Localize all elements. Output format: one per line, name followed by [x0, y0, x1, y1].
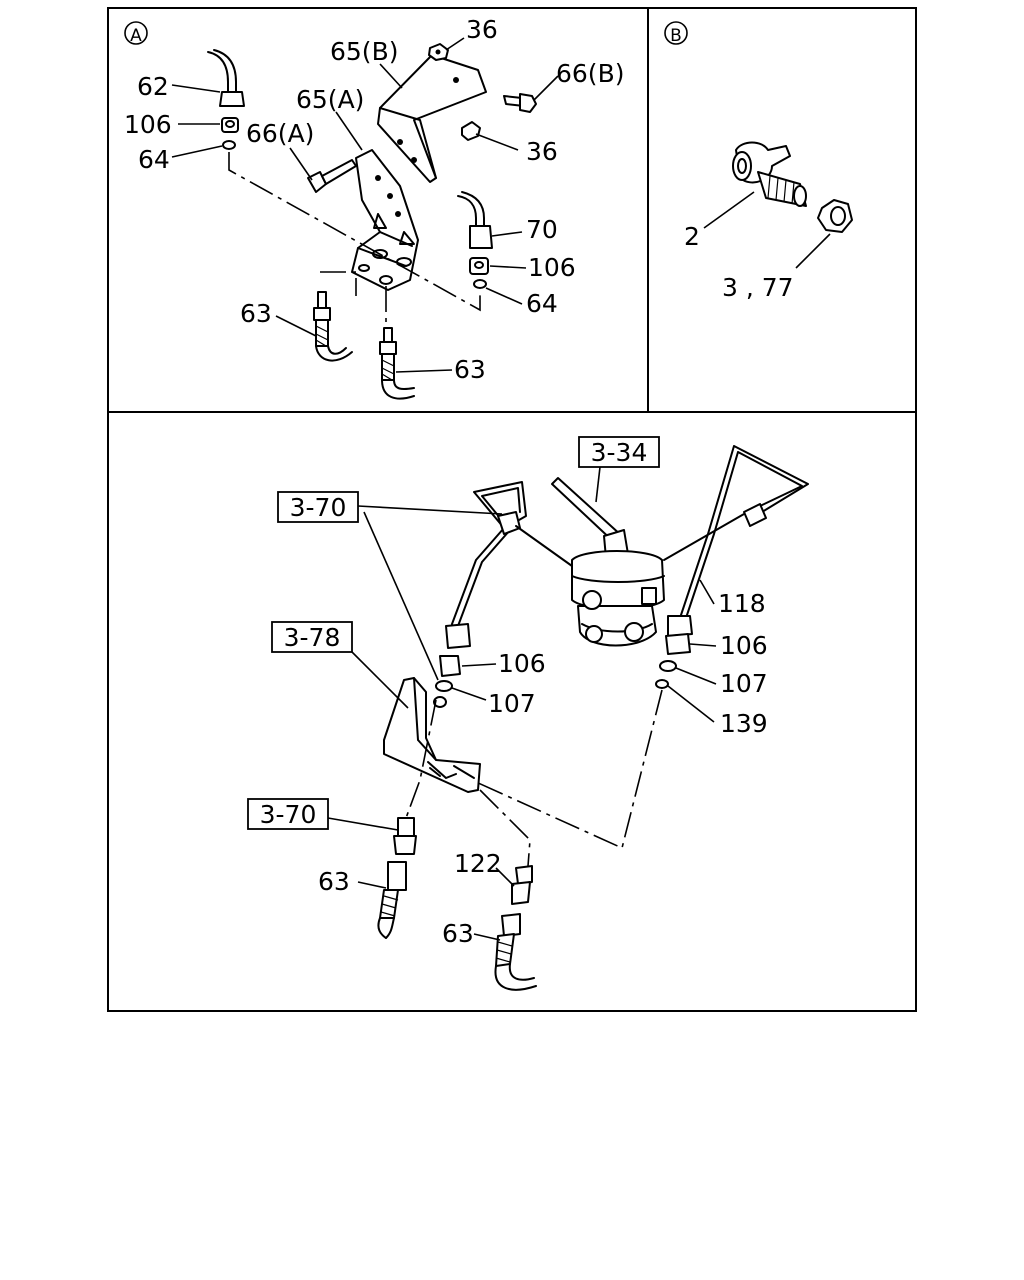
callout-64-right: 64 [526, 289, 558, 318]
fitting-3-70 [393, 817, 417, 855]
section-b: B 2 3 , 77 [664, 21, 853, 302]
alignment-line-a1 [228, 152, 481, 312]
banjo-fitting-2 [732, 141, 807, 207]
alignment-line-m2 [405, 699, 437, 819]
washer-106-right [469, 257, 489, 275]
callout-107-left: 107 [488, 689, 536, 718]
bolt-66a [307, 159, 357, 193]
bolt-66b [503, 93, 537, 113]
washer-106 [221, 117, 239, 133]
valve-assembly [551, 477, 665, 647]
ring-64-right [473, 279, 487, 289]
fitting-122 [511, 865, 533, 905]
svg-text:3-34: 3-34 [591, 438, 648, 467]
callout-70: 70 [526, 215, 558, 244]
callout-107-right: 107 [720, 669, 768, 698]
callout-36-top: 36 [466, 15, 498, 44]
pipe-118 [663, 445, 809, 637]
washer-107-right [659, 660, 677, 672]
callout-63-main-center: 63 [442, 919, 474, 948]
washer-107-left [435, 680, 453, 692]
hose-63-main-center [494, 913, 537, 991]
ref-box-3-70-top: 3-70 [277, 491, 359, 523]
washer-139 [655, 679, 669, 689]
alignment-line-a2 [320, 271, 387, 328]
pipe-62 [207, 49, 245, 107]
svg-text:A: A [130, 26, 142, 46]
nut-3-77 [817, 199, 853, 233]
ref-box-3-78: 3-78 [271, 621, 353, 653]
callout-118: 118 [718, 589, 766, 618]
bracket-65b [377, 54, 487, 183]
callout-3-77: 3 , 77 [722, 273, 794, 302]
pipe-70 [457, 191, 493, 249]
leader-2 [703, 191, 755, 229]
leaders-main [327, 466, 717, 941]
callout-106-left: 106 [498, 649, 546, 678]
callout-66a: 66(A) [246, 119, 314, 148]
callout-122: 122 [454, 849, 502, 878]
callout-63-right: 63 [454, 355, 486, 384]
callout-65b: 65(B) [330, 37, 398, 66]
alignment-line-m1 [475, 689, 663, 850]
callout-106: 106 [124, 110, 172, 139]
svg-text:3-78: 3-78 [284, 623, 341, 652]
callout-106-right: 106 [528, 253, 576, 282]
callout-63-left: 63 [240, 299, 272, 328]
section-main: 3-34 3-70 3-78 3-70 [247, 436, 809, 991]
leader-3-77 [795, 233, 831, 269]
nut-106-right [665, 633, 691, 655]
section-a: A [124, 15, 624, 400]
callout-63-main-left: 63 [318, 867, 350, 896]
diagram-frame [107, 7, 917, 1012]
hose-63-right [379, 327, 415, 400]
nut-36-top [428, 43, 449, 61]
svg-text:3-70: 3-70 [290, 493, 347, 522]
callout-36-mid: 36 [526, 137, 558, 166]
svg-text:B: B [670, 26, 682, 46]
nut-36-mid [461, 121, 481, 141]
leaders-a [171, 37, 559, 373]
svg-text:3-70: 3-70 [260, 800, 317, 829]
section-a-marker: A [124, 21, 148, 46]
callout-106-right: 106 [720, 631, 768, 660]
ring-64 [222, 140, 236, 150]
hose-63-left [313, 291, 353, 362]
nut-106-left [439, 655, 461, 677]
ref-box-3-70-bottom: 3-70 [247, 798, 329, 830]
callout-64: 64 [138, 145, 170, 174]
ref-box-3-34: 3-34 [578, 436, 660, 468]
bracket-3-78 [383, 677, 481, 793]
bracket-65a [351, 149, 419, 291]
hose-63-main-left [377, 861, 407, 939]
alignment-line-m3 [479, 789, 531, 867]
callout-66b: 66(B) [556, 59, 624, 88]
callout-62: 62 [137, 72, 169, 101]
pipe-left [445, 481, 573, 649]
section-b-marker: B [664, 21, 688, 46]
callout-2: 2 [684, 222, 700, 251]
callout-65a: 65(A) [296, 85, 364, 114]
callout-139: 139 [720, 709, 768, 738]
